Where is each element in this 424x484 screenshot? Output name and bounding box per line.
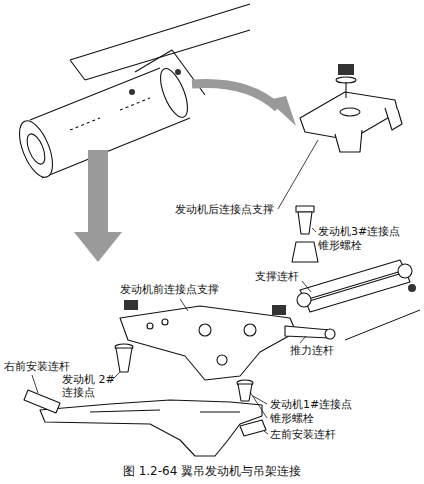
part-label: 左前安装连杆 bbox=[270, 428, 336, 441]
part-label: 支撑连杆 bbox=[255, 270, 299, 283]
part-label: 发动机后连接点支撑 bbox=[175, 203, 274, 216]
part-label: 发动机3#连接点 bbox=[318, 225, 400, 238]
part-label: 发动机1#连接点 bbox=[270, 398, 352, 411]
figure-caption: 图 1.2-64 翼吊发动机与吊架连接 bbox=[0, 464, 424, 478]
part-label: 发动机前连接点支撑 bbox=[120, 283, 219, 296]
part-label: 锥形螺栓 bbox=[318, 239, 362, 252]
part-label: 锥形螺栓 bbox=[270, 412, 314, 425]
part-label: 发动机 2#连接点 bbox=[62, 373, 132, 399]
part-label: 右前安装连杆 bbox=[4, 360, 70, 373]
part-label: 推力连杆 bbox=[290, 344, 334, 357]
